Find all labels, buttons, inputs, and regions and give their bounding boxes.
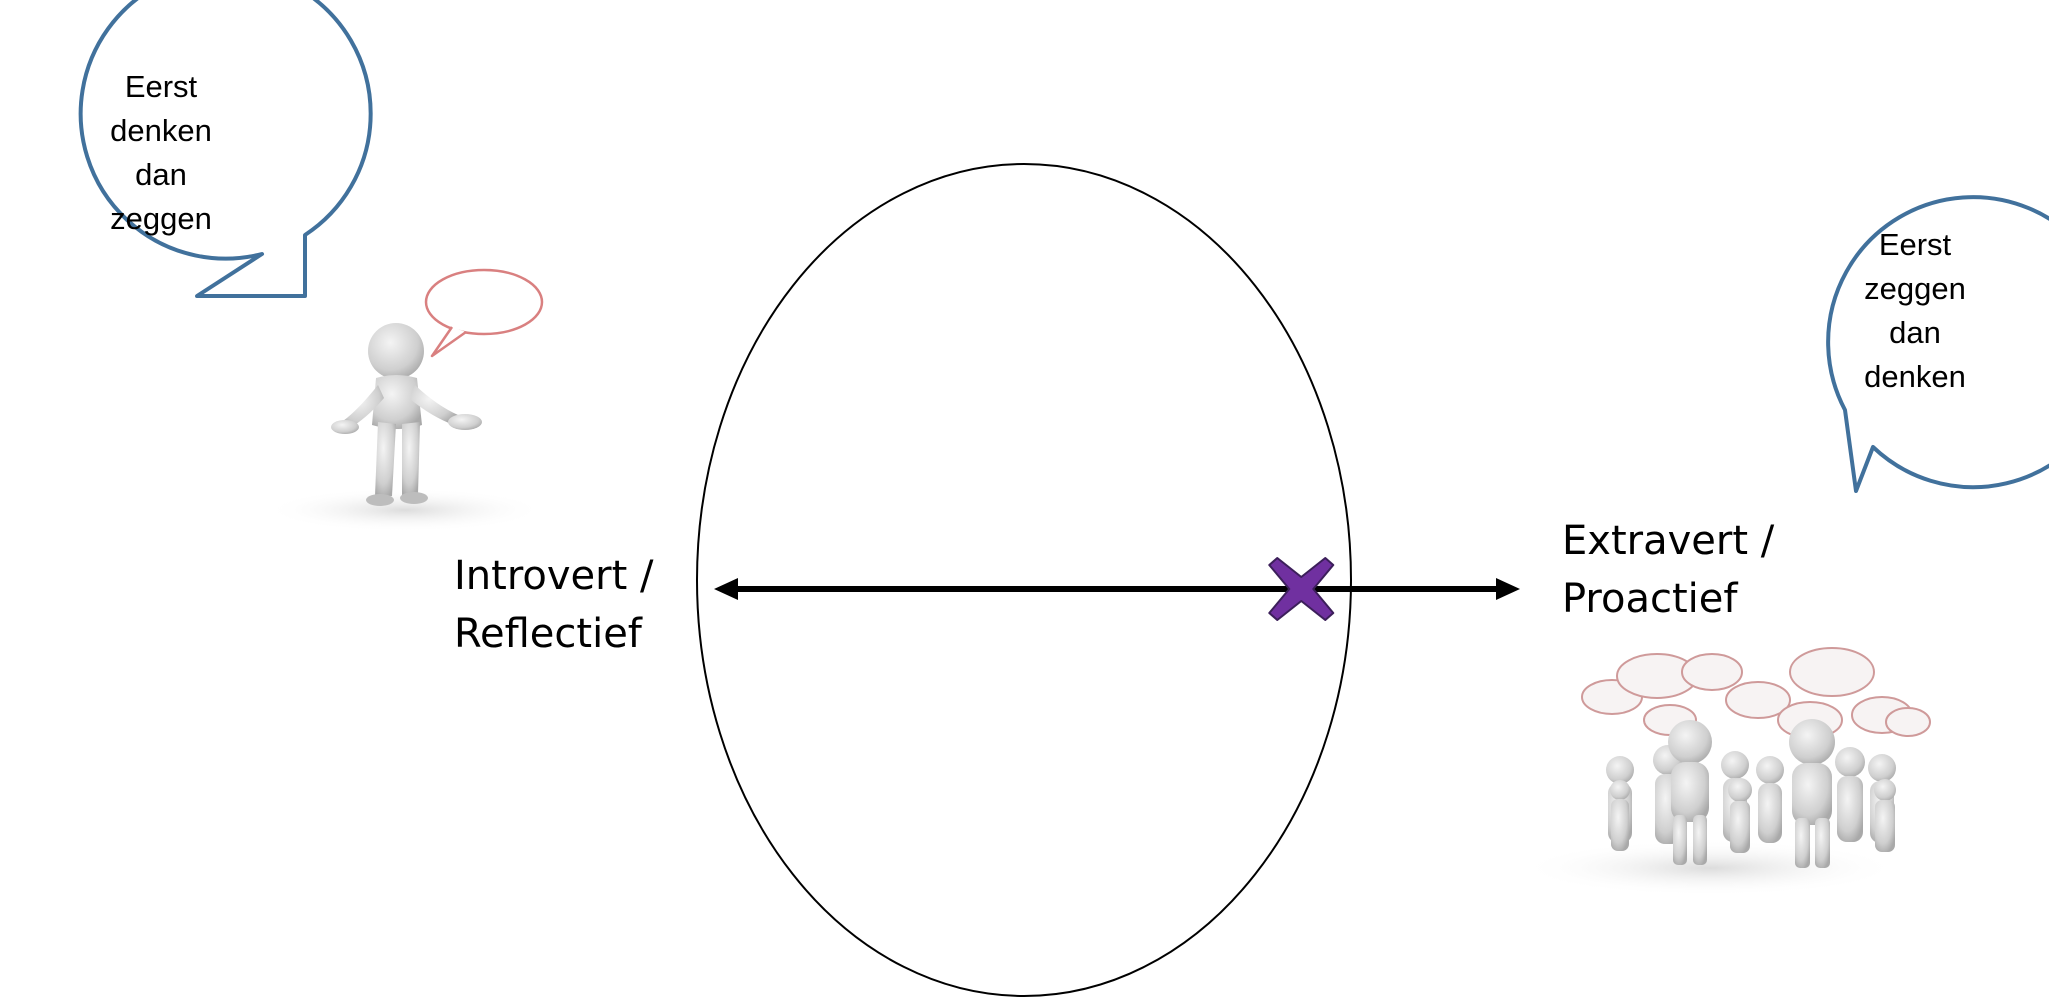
left-bubble-line: denken — [93, 109, 229, 153]
left-label-line: Reflectief — [454, 605, 653, 663]
right-axis-label: Extravert / Proactief — [1562, 512, 1774, 628]
right-bubble-text: Eerst zeggen dan denken — [1846, 223, 1984, 399]
left-label-line: Introvert / — [454, 547, 653, 605]
right-bubble-line: zeggen — [1846, 267, 1984, 311]
group-of-people-talking-icon — [1520, 648, 1930, 896]
spectrum-circle — [697, 164, 1351, 996]
left-bubble-line: Eerst — [93, 65, 229, 109]
right-bubble-line: dan — [1846, 311, 1984, 355]
right-bubble-line: denken — [1846, 355, 1984, 399]
spectrum-arrow — [714, 578, 1520, 600]
left-bubble-line: dan — [93, 153, 229, 197]
right-label-line: Proactief — [1562, 570, 1774, 628]
right-bubble-line: Eerst — [1846, 223, 1984, 267]
left-bubble-line: zeggen — [93, 197, 229, 241]
left-axis-label: Introvert / Reflectief — [454, 547, 653, 663]
single-person-thinking-icon — [265, 270, 545, 532]
right-label-line: Extravert / — [1562, 512, 1774, 570]
left-bubble-text: Eerst denken dan zeggen — [93, 65, 229, 241]
